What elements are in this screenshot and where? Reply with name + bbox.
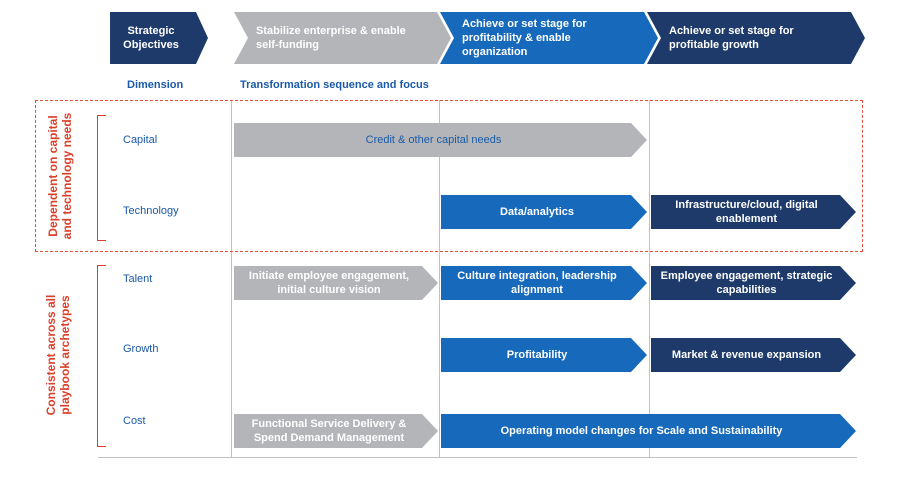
dimension-growth: Growth xyxy=(123,343,159,355)
technology-data-analytics: Data/analytics xyxy=(441,195,647,229)
group-box-capital-technology xyxy=(35,100,863,252)
group-bracket-consistent xyxy=(97,265,106,447)
item-label: Infrastructure/cloud, digital enablement xyxy=(675,199,818,225)
header-chevron-label: Achieve or set stage for profitable grow… xyxy=(669,25,794,51)
grid-line-phase-1 xyxy=(231,100,232,458)
item-label: Operating model changes for Scale and Su… xyxy=(500,425,783,437)
growth-market-revenue-expansion: Market & revenue expansion xyxy=(651,338,856,372)
cost-functional-service-delivery: Functional Service Delivery & Spend Dema… xyxy=(234,414,438,448)
dimension-capital: Capital xyxy=(123,134,158,146)
cost-operating-model-changes: Operating model changes for Scale and Su… xyxy=(441,414,856,448)
group-label-dependent: Dependent on capital and technology need… xyxy=(46,112,74,240)
header-chevron-phase-1: Stabilize enterprise & enable self-fundi… xyxy=(234,12,451,64)
technology-infrastructure-cloud: Infrastructure/cloud, digital enablement xyxy=(651,195,856,229)
talent-culture-integration: Culture integration, leadership alignmen… xyxy=(441,266,647,300)
header-chevron-phase-2: Achieve or set stage for profitability &… xyxy=(440,12,658,64)
grid-bottom-line xyxy=(98,457,857,458)
item-label: Data/analytics xyxy=(500,206,574,218)
grid-line-phase-2 xyxy=(439,100,440,458)
growth-profitability: Profitability xyxy=(441,338,647,372)
header-chevron-strategic-objectives: Strategic Objectives xyxy=(110,12,208,64)
item-label: Culture integration, leadership alignmen… xyxy=(457,270,617,296)
item-label: Profitability xyxy=(506,349,568,361)
grid-line-phase-3 xyxy=(649,100,650,458)
column-header-sequence: Transformation sequence and focus xyxy=(240,79,429,91)
header-chevron-label: Stabilize enterprise & enable self-fundi… xyxy=(256,25,406,51)
talent-employee-engagement: Employee engagement, strategic capabilit… xyxy=(651,266,856,300)
talent-initiate-engagement: Initiate employee engagement, initial cu… xyxy=(234,266,438,300)
dimension-cost: Cost xyxy=(123,415,146,427)
column-header-dimension: Dimension xyxy=(127,79,184,91)
item-label: Functional Service Delivery & Spend Dema… xyxy=(251,418,407,444)
group-label-consistent: Consistent across all playbook archetype… xyxy=(44,294,72,416)
item-label: Credit & other capital needs xyxy=(365,134,502,146)
item-label: Employee engagement, strategic capabilit… xyxy=(660,270,833,296)
capital-credit-capital-needs: Credit & other capital needs xyxy=(234,123,647,157)
item-label: Initiate employee engagement, initial cu… xyxy=(248,270,410,296)
dimension-technology: Technology xyxy=(123,205,179,217)
header-chevron-phase-3: Achieve or set stage for profitable grow… xyxy=(647,12,865,64)
header-chevron-label: Strategic Objectives xyxy=(123,25,179,51)
group-bracket-dependent xyxy=(97,115,106,241)
dimension-talent: Talent xyxy=(123,273,153,285)
header-chevron-label: Achieve or set stage for profitability &… xyxy=(462,18,587,58)
item-label: Market & revenue expansion xyxy=(671,349,822,361)
